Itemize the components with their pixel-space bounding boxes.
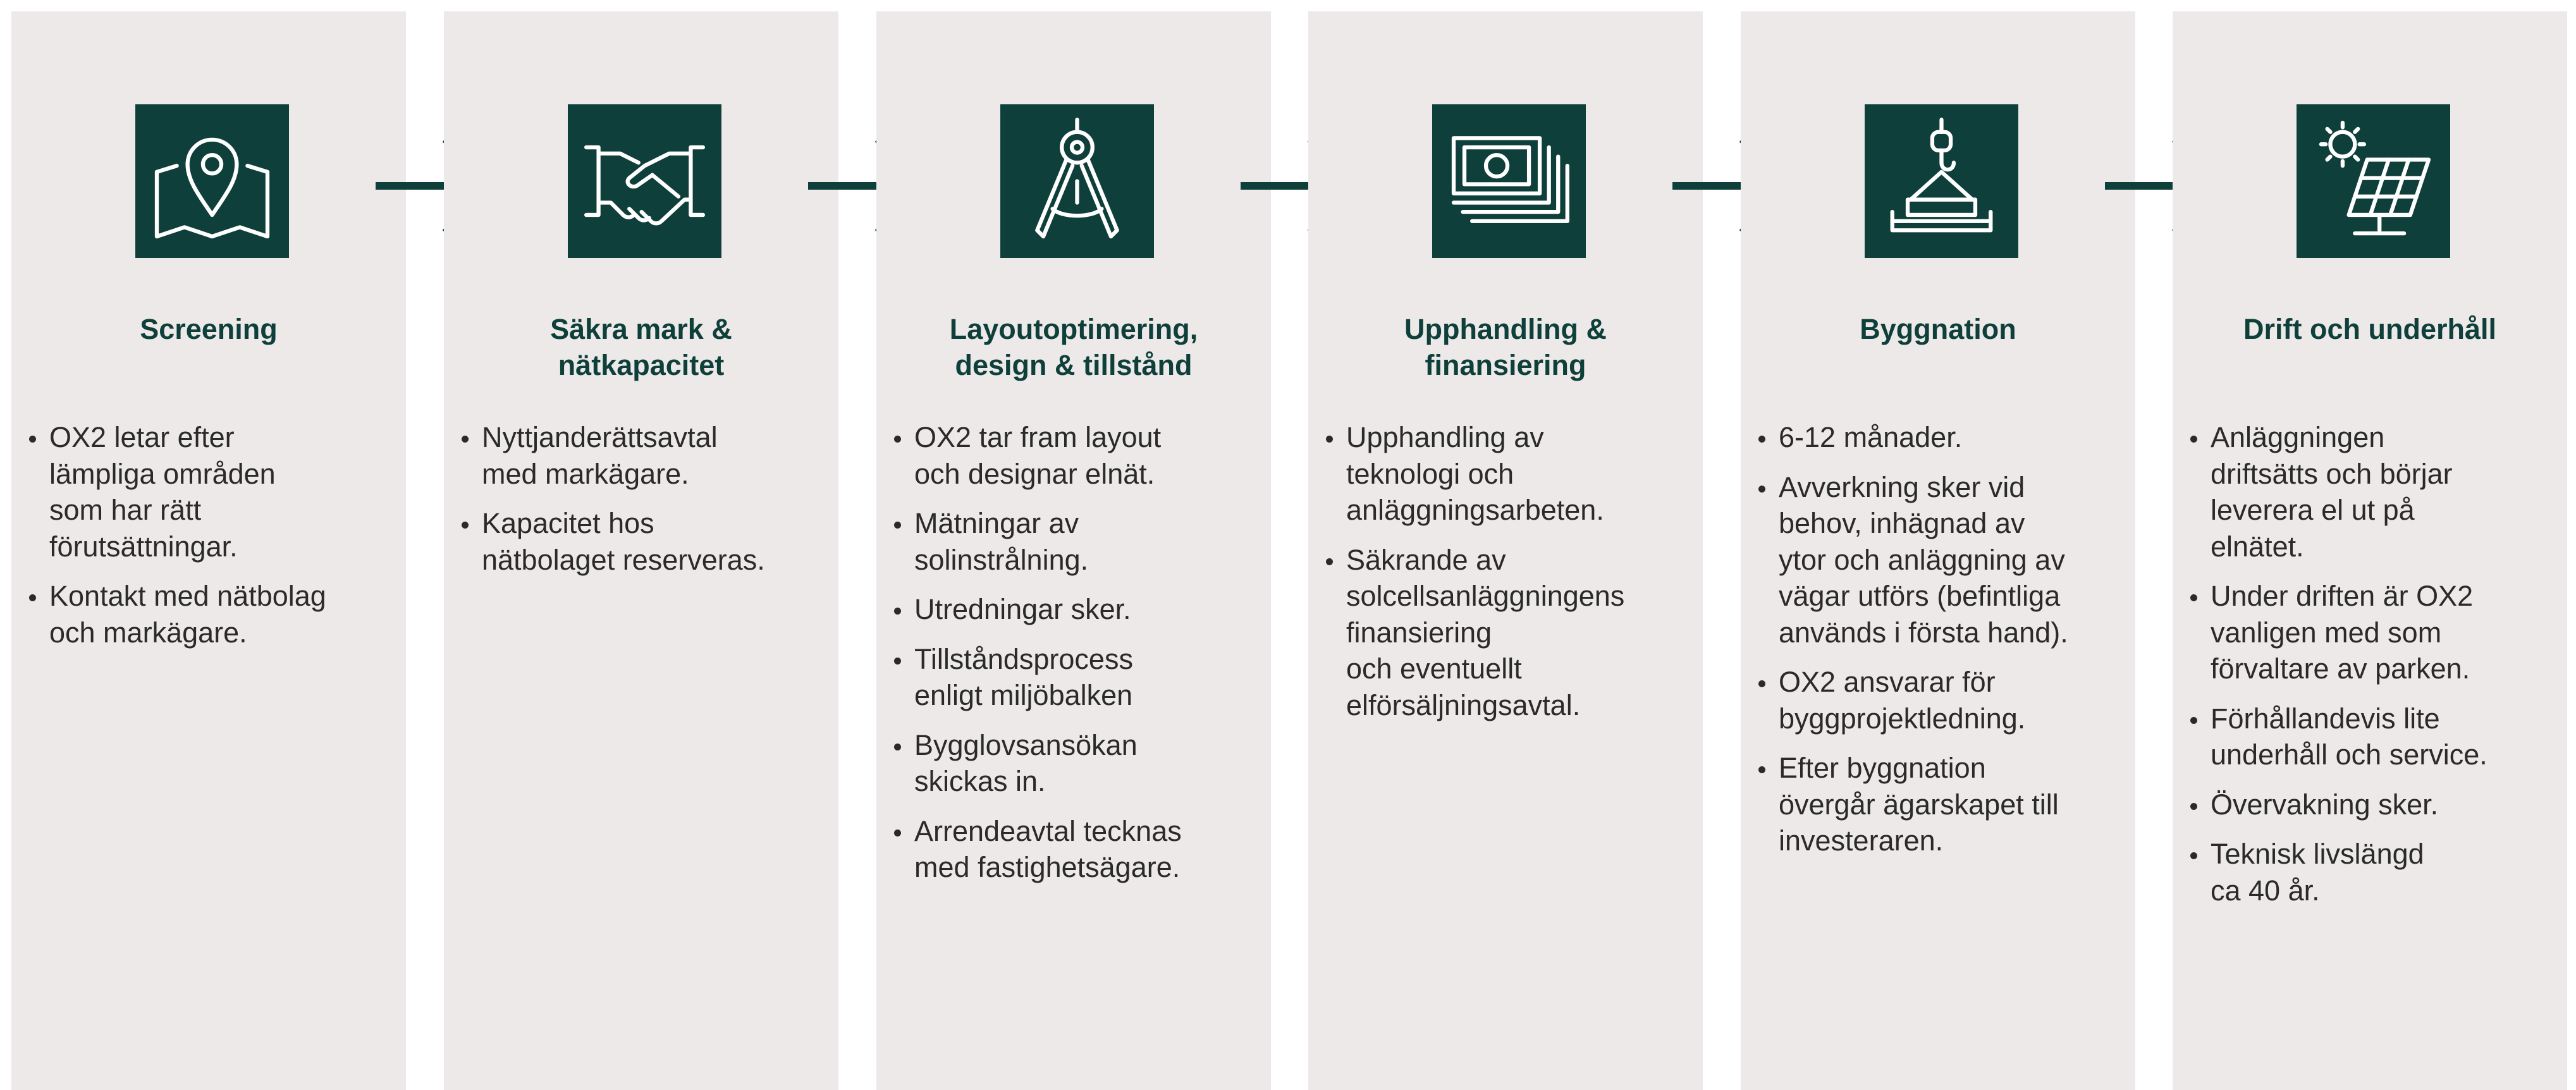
bullet-item: Tillståndsprocess enligt miljöbalken — [894, 641, 1262, 714]
bullet-item: Bygglovsansökan skickas in. — [894, 727, 1262, 800]
step-title: Screening — [140, 313, 278, 345]
step-panel-operation: Drift och underhåll Anläggningen driftsä… — [2173, 11, 2567, 1090]
step-panel-screening: Screening OX2 letar efter lämpliga områd… — [11, 11, 406, 1090]
bullet-item: Kontakt med nätbolag och markägare. — [29, 578, 397, 651]
bullet-item: Övervakning sker. — [2190, 787, 2558, 823]
money-stack-icon — [1432, 104, 1586, 258]
step-panel-construction: Byggnation 6-12 månader. Avverkning sker… — [1741, 11, 2135, 1090]
handshake-icon — [568, 104, 721, 258]
bullet-item: Avverkning sker vid behov, inhägnad av y… — [1758, 469, 2126, 651]
bullet-item: Utredningar sker. — [894, 591, 1262, 628]
step-title: Drift och underhåll — [2243, 313, 2496, 345]
bullet-item: OX2 letar efter lämpliga områden som har… — [29, 419, 397, 565]
bullet-item: Teknisk livslängd ca 40 år. — [2190, 836, 2558, 909]
bullet-item: Anläggningen driftsätts och börjar lever… — [2190, 419, 2558, 565]
step-bullets: Nyttjanderättsavtal med markägare. Kapac… — [462, 419, 830, 591]
bullet-item: Under driften är OX2 vanligen med som fö… — [2190, 578, 2558, 687]
step-title: Säkra mark & nätkapacitet — [550, 313, 732, 381]
step-panel-layout-design: Layoutoptimering, design & tillstånd OX2… — [876, 11, 1271, 1090]
step-bullets: 6-12 månader. Avverkning sker vid behov,… — [1758, 419, 2126, 873]
step-bullets: OX2 letar efter lämpliga områden som har… — [29, 419, 397, 664]
step-bullets: OX2 tar fram layout och designar elnät. … — [894, 419, 1262, 899]
step-panel-land-grid: Säkra mark & nätkapacitet Nyttjanderätts… — [444, 11, 838, 1090]
bullet-item: Upphandling av teknologi och anläggnings… — [1326, 419, 1694, 529]
bullet-item: Nyttjanderättsavtal med markägare. — [462, 419, 830, 492]
compass-icon — [1000, 104, 1154, 258]
bullet-item: OX2 tar fram layout och designar elnät. — [894, 419, 1262, 492]
bullet-item: Förhållandevis lite underhåll och servic… — [2190, 701, 2558, 773]
bullet-item: OX2 ansvarar för byggprojektledning. — [1758, 664, 2126, 737]
bullet-item: Arrendeavtal tecknas med fastighetsägare… — [894, 813, 1262, 886]
bullet-item: Kapacitet hos nätbolaget reserveras. — [462, 505, 830, 578]
bullet-item: Mätningar av solinstrålning. — [894, 505, 1262, 578]
step-panel-procurement: Upphandling & finansiering Upphandling a… — [1308, 11, 1703, 1090]
step-title: Upphandling & finansiering — [1404, 313, 1607, 381]
bullet-item: 6-12 månader. — [1758, 419, 2126, 456]
step-bullets: Upphandling av teknologi och anläggnings… — [1326, 419, 1694, 737]
map-pin-icon — [135, 104, 289, 258]
step-bullets: Anläggningen driftsätts och börjar lever… — [2190, 419, 2558, 922]
solar-panel-icon — [2297, 104, 2450, 258]
step-title: Byggnation — [1860, 313, 2016, 345]
crane-hook-icon — [1865, 104, 2018, 258]
step-title: Layoutoptimering, design & tillstånd — [949, 313, 1198, 381]
bullet-item: Efter byggnation övergår ägarskapet till… — [1758, 750, 2126, 859]
bullet-item: Säkrande av solcellsanläggningens finans… — [1326, 542, 1694, 724]
